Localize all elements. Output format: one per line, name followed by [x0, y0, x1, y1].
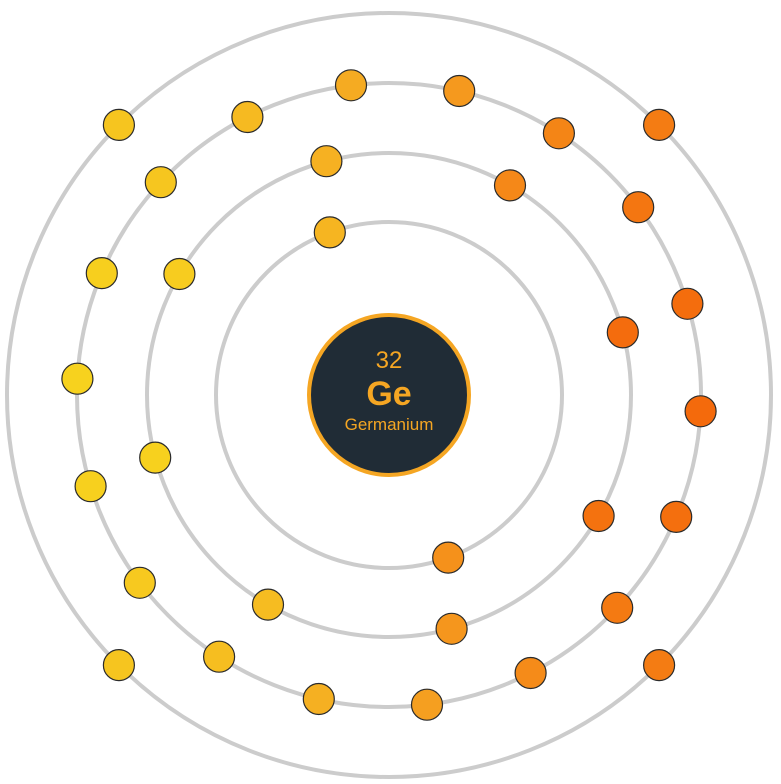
electron-shell3-6 — [231, 100, 264, 134]
atomic-number: 32 — [376, 347, 403, 374]
electron-shell4-1 — [642, 108, 676, 142]
nucleus: 32 Ge Germanium — [307, 313, 471, 477]
electron-shell2-5 — [251, 588, 285, 621]
electron-shell4-3 — [102, 648, 136, 682]
electron-shell3-17 — [660, 500, 693, 534]
electron-shell2-8 — [606, 316, 639, 349]
electron-shell4-2 — [102, 108, 136, 142]
element-name: Germanium — [345, 415, 434, 434]
electrons-layer — [61, 69, 717, 721]
electron-shell2-1 — [493, 169, 527, 202]
electron-shell3-15 — [514, 656, 547, 690]
electron-shell3-1 — [671, 287, 704, 320]
electron-shell3-13 — [302, 682, 335, 716]
shell-ring-4 — [5, 11, 773, 779]
shell-ring-1 — [214, 220, 564, 570]
electron-shell3-12 — [203, 640, 236, 673]
electron-shell1-2 — [432, 541, 465, 574]
electron-shell2-3 — [163, 257, 196, 291]
electron-shell3-8 — [85, 257, 118, 290]
nucleus-circle — [307, 313, 471, 477]
electron-shell1-1 — [313, 216, 346, 249]
electron-shell3-10 — [74, 470, 107, 503]
electron-shell3-3 — [542, 117, 576, 150]
electron-shell3-5 — [334, 69, 368, 102]
element-symbol: Ge — [366, 375, 411, 413]
electron-shell4-4 — [642, 648, 676, 682]
electron-shell3-16 — [601, 591, 634, 624]
electron-shell2-4 — [139, 441, 172, 474]
electron-shell3-9 — [61, 362, 94, 395]
electron-shell2-6 — [435, 612, 468, 645]
electron-shell3-2 — [622, 191, 655, 224]
electron-shell3-11 — [123, 566, 156, 599]
electron-shell2-7 — [582, 499, 615, 533]
shell-ring-2 — [145, 151, 633, 639]
electron-shell2-2 — [310, 145, 343, 178]
electron-shell3-4 — [443, 74, 476, 108]
electron-shell3-14 — [410, 688, 444, 721]
shell-ring-3 — [75, 81, 703, 709]
electron-shell3-18 — [684, 395, 717, 428]
electron-shell3-7 — [144, 166, 177, 199]
shells-layer — [5, 11, 773, 779]
